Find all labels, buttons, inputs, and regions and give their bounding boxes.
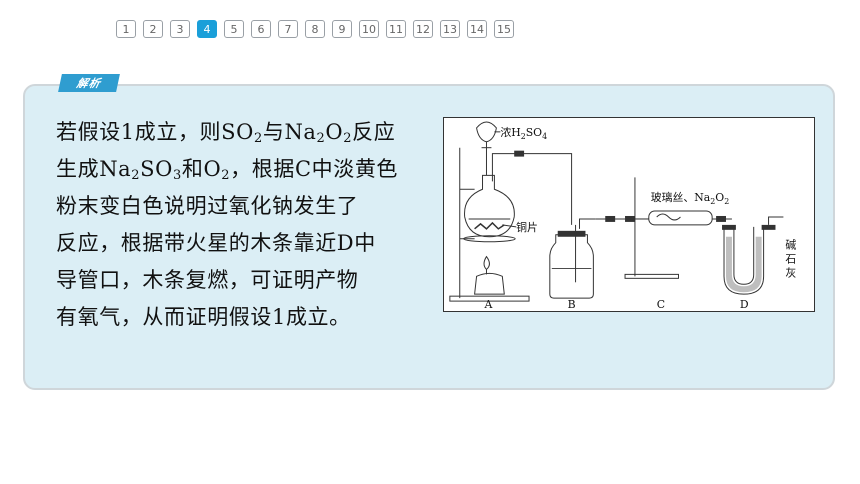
page-button-12[interactable]: 12 bbox=[413, 20, 433, 38]
acid-label: 浓H2SO4 bbox=[500, 126, 547, 141]
apparatus-diagram: 浓H2SO4 铜片 玻璃丝、Na2O2 bbox=[443, 117, 815, 312]
text-line-2: 生成Na2SO3和O2，根据C中淡黄色 bbox=[56, 157, 399, 183]
apparatus-svg: 浓H2SO4 铜片 玻璃丝、Na2O2 bbox=[449, 121, 796, 311]
page-button-11[interactable]: 11 bbox=[386, 20, 406, 38]
page-button-9[interactable]: 9 bbox=[332, 20, 352, 38]
page-button-14[interactable]: 14 bbox=[467, 20, 487, 38]
page-button-10[interactable]: 10 bbox=[359, 20, 379, 38]
page-button-15[interactable]: 15 bbox=[494, 20, 514, 38]
apparatus-c bbox=[595, 177, 732, 279]
label-b: B bbox=[568, 298, 576, 311]
page-button-5[interactable]: 5 bbox=[224, 20, 244, 38]
text-line-1: 若假设1成立，则SO2与Na2O2反应 bbox=[56, 120, 396, 146]
page-navigator: 1 2 3 4 5 6 7 8 9 10 11 12 13 14 15 bbox=[116, 20, 514, 38]
page-button-6[interactable]: 6 bbox=[251, 20, 271, 38]
text-line-3: 粉末变白色说明过氧化钠发生了 bbox=[56, 194, 359, 218]
page-button-8[interactable]: 8 bbox=[305, 20, 325, 38]
page-button-4-active[interactable]: 4 bbox=[197, 20, 217, 38]
page-button-7[interactable]: 7 bbox=[278, 20, 298, 38]
explanation-text: 若假设1成立，则SO2与Na2O2反应 生成Na2SO3和O2，根据C中淡黄色 … bbox=[56, 114, 432, 336]
label-c: C bbox=[657, 298, 665, 311]
analysis-tag: 解析 bbox=[58, 74, 120, 92]
page-button-1[interactable]: 1 bbox=[116, 20, 136, 38]
glass-wool-label: 玻璃丝、Na2O2 bbox=[651, 190, 729, 206]
text-line-4: 反应，根据带火星的木条靠近D中 bbox=[56, 231, 376, 255]
apparatus-d bbox=[722, 216, 784, 295]
copper-label: 铜片 bbox=[516, 220, 538, 234]
apparatus-b bbox=[549, 218, 596, 299]
label-d: D bbox=[740, 298, 749, 311]
page-button-13[interactable]: 13 bbox=[440, 20, 460, 38]
text-line-5: 导管口，木条复燃，可证明产物 bbox=[56, 268, 359, 292]
label-a: A bbox=[483, 298, 492, 311]
soda-lime-label-1: 碱 bbox=[785, 239, 796, 252]
apparatus-a bbox=[449, 121, 573, 302]
soda-lime-label-2: 石 bbox=[785, 253, 796, 266]
text-line-6: 有氧气，从而证明假设1成立。 bbox=[56, 305, 351, 329]
page-button-2[interactable]: 2 bbox=[143, 20, 163, 38]
page-button-3[interactable]: 3 bbox=[170, 20, 190, 38]
soda-lime-label-3: 灰 bbox=[785, 265, 796, 279]
